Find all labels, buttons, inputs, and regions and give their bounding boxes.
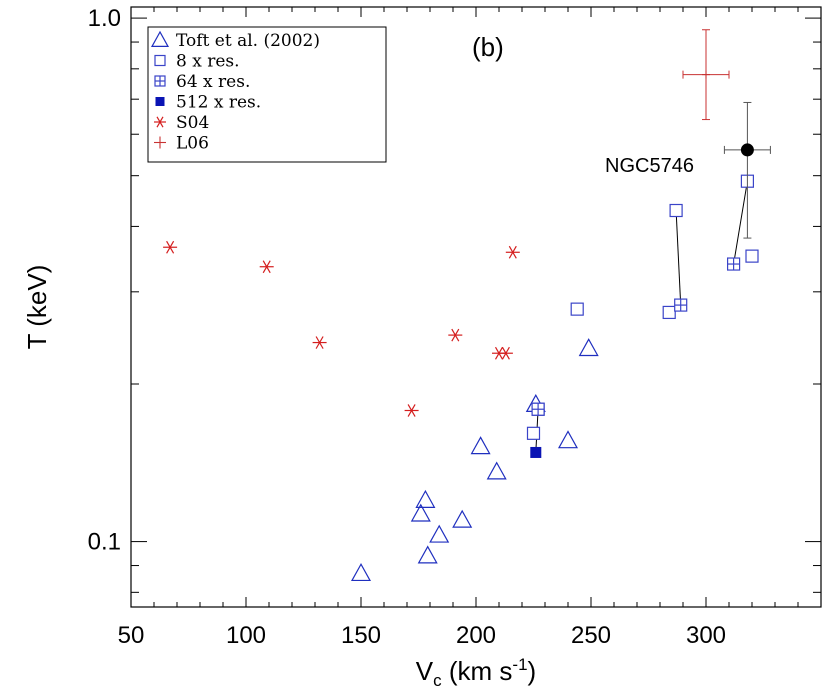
legend-label: 8 x res. (176, 52, 240, 72)
x-tick-labels: 50 100 150 200 250 300 (118, 622, 726, 649)
triangle-open-marker (415, 489, 436, 508)
x-tick-label: 100 (226, 622, 266, 649)
square-plus-marker (674, 298, 688, 312)
connector-line (675, 210, 682, 306)
connector-lines (535, 181, 748, 453)
legend-label: Toft et al. (2002) (176, 31, 320, 51)
triangle-open-marker (452, 509, 473, 528)
triangle-open-marker (557, 430, 579, 449)
connector-line (733, 181, 748, 265)
asterisk-marker (154, 116, 166, 128)
panel-label: (b) (472, 32, 504, 62)
triangle-open-marker (429, 524, 450, 543)
x-tick-label: 150 (341, 622, 381, 649)
data-markers (163, 29, 771, 582)
square-open-marker (570, 302, 584, 316)
error-bar (723, 101, 771, 239)
legend-label: 64 x res. (176, 72, 250, 92)
legend-box (147, 26, 387, 163)
y-tick-label: 0.1 (88, 529, 121, 556)
square-plus-marker (726, 257, 741, 271)
square-plus-marker (531, 402, 545, 416)
legend-label: S04 (176, 113, 209, 133)
square-open-marker (662, 305, 676, 320)
square-open-marker (154, 54, 166, 67)
triangle-open-marker (486, 461, 507, 480)
y-tick-label: 1.0 (88, 5, 121, 32)
x-axis-label-sup: -1 (512, 655, 527, 674)
legend: Toft et al. (2002)8 x res.64 x res.512 x… (147, 26, 387, 163)
ngc5746-point (740, 143, 754, 157)
asterisk-marker (505, 245, 520, 259)
x-axis-label-unit: (km s (442, 656, 513, 686)
x-axis-label-close: ) (528, 656, 537, 686)
x-axis-label-sub: c (433, 671, 442, 690)
x-tick-label: 300 (686, 622, 726, 649)
asterisk-marker (498, 346, 513, 360)
asterisk-marker (448, 328, 463, 342)
triangle-open-marker (350, 563, 372, 582)
square-filled-marker (155, 97, 165, 106)
legend-label: 512 x res. (176, 93, 261, 113)
square-plus-marker (154, 75, 166, 87)
square-open-marker (745, 249, 759, 263)
x-tick-label: 250 (571, 622, 611, 649)
triangle-open-marker (578, 338, 599, 357)
plus-marker (702, 70, 710, 79)
legend-items: Toft et al. (2002)8 x res.64 x res.512 x… (150, 30, 320, 154)
ngc5746-label: NGC5746 (605, 155, 694, 177)
triangle-open-marker (470, 436, 491, 455)
axis-ticks (130, 7, 822, 607)
asterisk-marker (259, 260, 274, 274)
x-tick-label: 200 (456, 622, 496, 649)
legend-label: L06 (176, 134, 209, 154)
plus-marker (154, 136, 166, 149)
x-tick-label: 50 (118, 622, 145, 649)
triangle-open-marker (417, 545, 438, 564)
square-filled-marker (530, 446, 542, 458)
square-open-marker (669, 203, 683, 218)
triangle-open-marker (150, 30, 170, 48)
y-axis-label: T (keV) (22, 265, 52, 350)
x-axis-label-main: V (416, 656, 434, 686)
asterisk-marker (404, 404, 419, 417)
y-tick-labels: 0.1 1.0 (88, 5, 121, 556)
x-axis-label: Vc (km s-1) (416, 655, 536, 690)
square-open-marker (526, 426, 541, 440)
triangle-open-marker (410, 503, 431, 522)
asterisk-marker (163, 240, 178, 254)
asterisk-marker (312, 336, 327, 349)
